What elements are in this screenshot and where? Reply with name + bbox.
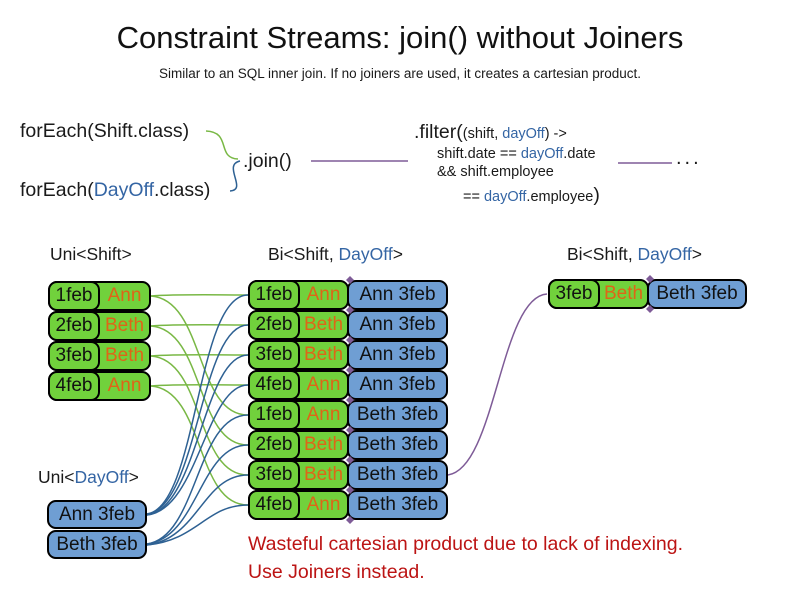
- uni-shift-label: Uni<Shift>: [50, 244, 132, 264]
- page-title: Constraint Streams: join() without Joine…: [116, 20, 684, 55]
- continuation-ellipsis: ...: [676, 147, 702, 169]
- shift-to-product-lines: [150, 294, 249, 506]
- uni-dayoff-label: Uni<DayOff>: [38, 467, 139, 487]
- code-brace-lines: [205, 130, 672, 192]
- product-to-result-line: [447, 293, 548, 476]
- code-filter-line4: == dayOff.employee): [463, 184, 600, 206]
- code-filter-line3: && shift.employee: [437, 164, 554, 180]
- dayoff-row: Ann 3feb: [47, 500, 147, 529]
- dayoff-row: Beth 3feb: [47, 530, 147, 559]
- dayoff-to-product-lines: [146, 294, 249, 546]
- code-filter-line2: shift.date == dayOff.date: [437, 146, 596, 162]
- warning-text: Wasteful cartesian product due to lack o…: [248, 533, 684, 583]
- page-subtitle: Similar to an SQL inner join. If no join…: [159, 66, 641, 81]
- bi-result-label: Bi<Shift, DayOff>: [567, 244, 702, 264]
- code-foreach-shift: forEach(Shift.class): [20, 120, 190, 142]
- code-foreach-dayoff: forEach(DayOff.class): [20, 179, 211, 201]
- code-filter-line1: .filter((shift, dayOff) ->: [414, 121, 567, 143]
- code-join: .join(): [243, 150, 292, 172]
- bi-product-label: Bi<Shift, DayOff>: [268, 244, 403, 264]
